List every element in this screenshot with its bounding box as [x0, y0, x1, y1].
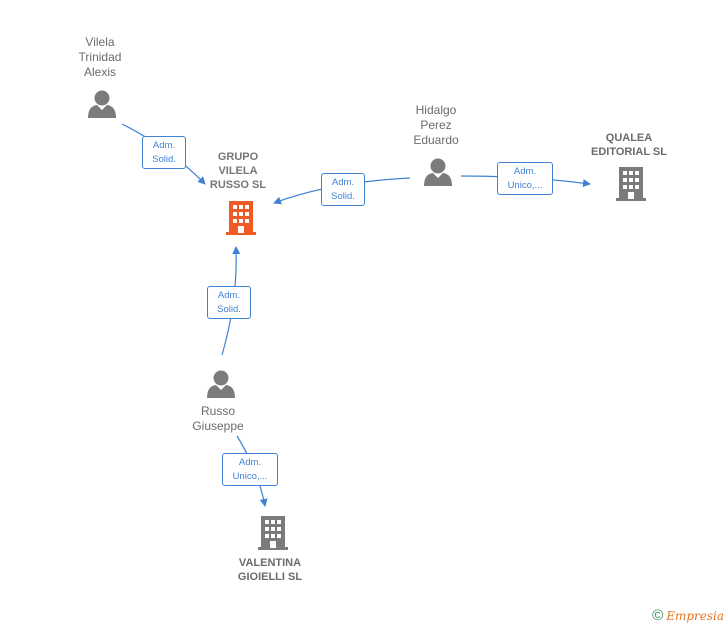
person-label-russo[interactable]: Russo Giuseppe: [192, 404, 244, 433]
person-icon[interactable]: [424, 158, 452, 187]
company-label-valentina[interactable]: VALENTINA GIOIELLI SL: [237, 557, 303, 583]
building-icon[interactable]: [616, 167, 646, 201]
edge-label-vilela-grupo[interactable]: Adm. Solid.: [142, 136, 186, 169]
edge-label-russo-valentina[interactable]: Adm. Unico,...: [222, 453, 278, 486]
copyright-icon: ©: [652, 607, 664, 624]
company-label-qualea[interactable]: QUALEA EDITORIAL SL: [591, 132, 667, 158]
footer-brand: ©Empresia: [652, 607, 724, 624]
building-icon[interactable]: [258, 516, 288, 550]
building-icon[interactable]: [226, 201, 256, 235]
person-icon[interactable]: [88, 90, 116, 119]
edge-label-hidalgo-grupo[interactable]: Adm. Solid.: [321, 173, 365, 206]
person-icon[interactable]: [207, 370, 235, 399]
person-label-vilela[interactable]: Vilela Trinidad Alexis: [78, 35, 122, 79]
brand-logo: Empresia: [666, 609, 724, 623]
edge-label-russo-grupo[interactable]: Adm. Solid.: [207, 286, 251, 319]
company-label-grupo[interactable]: GRUPO VILELA RUSSO SL: [209, 151, 267, 191]
edge-label-hidalgo-qualea[interactable]: Adm. Unico,...: [497, 162, 553, 195]
person-label-hidalgo[interactable]: Hidalgo Perez Eduardo: [413, 103, 459, 147]
